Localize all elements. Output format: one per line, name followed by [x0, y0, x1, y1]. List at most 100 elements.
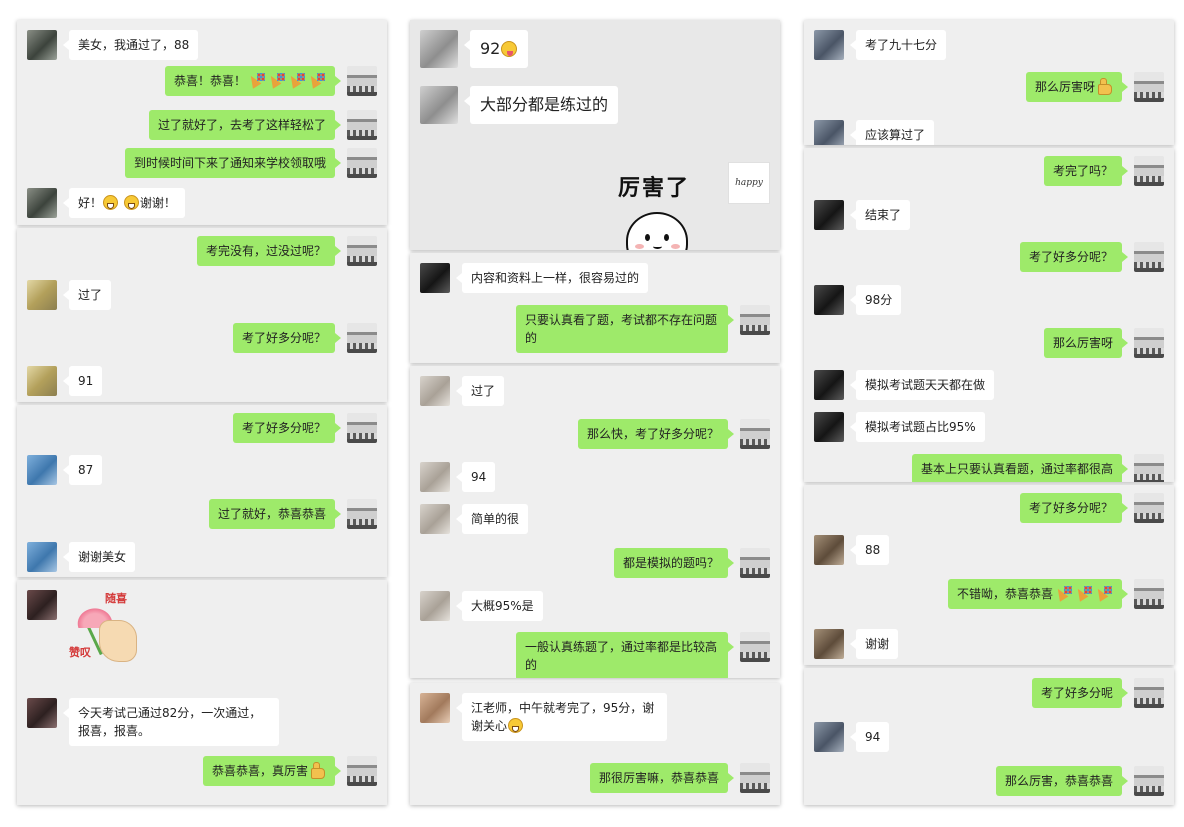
contact-avatar[interactable]: [814, 629, 844, 659]
message-bubble[interactable]: 模拟考试题占比95%: [850, 412, 985, 442]
own-avatar[interactable]: [740, 419, 770, 449]
message-bubble[interactable]: 基本上只要认真看题，通过率都很高: [911, 454, 1129, 482]
message-bubble[interactable]: 恭喜！恭喜！: [164, 66, 342, 96]
message-bubble[interactable]: 考了好多分呢？: [232, 323, 342, 353]
contact-avatar[interactable]: [420, 86, 458, 124]
contact-avatar[interactable]: [27, 188, 57, 218]
own-avatar[interactable]: [1134, 454, 1164, 482]
message-bubble[interactable]: 考了九十七分: [849, 30, 947, 60]
contact-avatar[interactable]: [814, 200, 844, 230]
message-bubble[interactable]: 简单的很: [455, 504, 529, 534]
message-bubble[interactable]: 不错呦，恭喜恭喜: [947, 579, 1129, 609]
message-bubble[interactable]: 谢谢美女: [62, 542, 136, 572]
own-avatar[interactable]: [740, 305, 770, 335]
own-avatar[interactable]: [1134, 72, 1164, 102]
message-bubble[interactable]: 大部分都是练过的: [463, 86, 619, 124]
message-row: 基本上只要认真看题，通过率都很高: [814, 454, 1164, 482]
contact-avatar[interactable]: [420, 591, 450, 621]
contact-avatar[interactable]: [420, 504, 450, 534]
contact-avatar[interactable]: [27, 280, 57, 310]
own-avatar[interactable]: [347, 148, 377, 178]
contact-avatar[interactable]: [27, 590, 57, 620]
message-bubble[interactable]: 那很厉害嘛，恭喜恭喜: [589, 763, 735, 793]
contact-avatar[interactable]: [420, 263, 450, 293]
message-bubble[interactable]: 那么快，考了好多分呢？: [577, 419, 735, 449]
message-bubble[interactable]: 考了好多分呢？: [232, 413, 342, 443]
message-bubble[interactable]: 过了就好了，去考了这样轻松了: [148, 110, 342, 140]
message-bubble[interactable]: 考完没有，过没过呢？: [196, 236, 342, 266]
message-bubble[interactable]: 到时候时间下来了通知来学校领取哦: [124, 148, 342, 178]
own-avatar[interactable]: [347, 413, 377, 443]
own-avatar[interactable]: [347, 66, 377, 96]
own-avatar[interactable]: [1134, 766, 1164, 796]
message-bubble[interactable]: 好！ 谢谢！: [63, 188, 185, 218]
message-bubble[interactable]: 大概95%是: [456, 591, 543, 621]
contact-avatar[interactable]: [420, 693, 450, 723]
own-avatar[interactable]: [1134, 678, 1164, 708]
own-avatar[interactable]: [347, 110, 377, 140]
contact-avatar[interactable]: [814, 412, 844, 442]
message-bubble[interactable]: 考了好多分呢: [1031, 678, 1129, 708]
message-bubble[interactable]: 87: [62, 455, 103, 485]
screenshot-column-2: 92 大部分都是练过的 厉害了 happy 内容和资料上一样，很容易过的 只要认…: [410, 0, 780, 827]
own-avatar[interactable]: [1134, 493, 1164, 523]
own-avatar[interactable]: [740, 763, 770, 793]
contact-avatar[interactable]: [420, 30, 458, 68]
message-bubble[interactable]: 过了: [455, 376, 505, 406]
message-bubble[interactable]: 结束了: [849, 200, 911, 230]
message-bubble[interactable]: 谢谢: [849, 629, 899, 659]
message-bubble[interactable]: 恭喜恭喜，真厉害: [202, 756, 342, 786]
own-avatar[interactable]: [1134, 579, 1164, 609]
message-bubble[interactable]: 91: [62, 366, 103, 396]
message-bubble[interactable]: 那么厉害，恭喜恭喜: [995, 766, 1129, 796]
message-bubble[interactable]: 那么厉害呀: [1043, 328, 1129, 358]
contact-avatar[interactable]: [27, 455, 57, 485]
message-bubble[interactable]: 只要认真看了题，考试都不存在问题的: [516, 305, 734, 353]
contact-avatar[interactable]: [814, 285, 844, 315]
message-bubble[interactable]: 江老师，中午就考完了，95分，谢谢关心: [456, 693, 667, 741]
message-bubble[interactable]: 那么厉害呀: [1025, 72, 1129, 102]
message-bubble[interactable]: 美女，我通过了，88: [62, 30, 199, 60]
own-avatar[interactable]: [1134, 156, 1164, 186]
own-avatar[interactable]: [1134, 328, 1164, 358]
contact-avatar[interactable]: [420, 462, 450, 492]
own-avatar[interactable]: [347, 323, 377, 353]
contact-avatar[interactable]: [814, 30, 844, 60]
lotus-hand-sticker[interactable]: 随喜 赞叹: [69, 590, 159, 670]
message-bubble[interactable]: 模拟考试题天天都在做: [849, 370, 995, 400]
message-bubble[interactable]: 应该算过了: [849, 120, 935, 145]
message-row: 模拟考试题天天都在做: [814, 370, 1164, 400]
message-bubble[interactable]: 94: [455, 462, 496, 492]
contact-avatar[interactable]: [814, 370, 844, 400]
contact-avatar[interactable]: [814, 535, 844, 565]
message-bubble[interactable]: 考完了吗？: [1043, 156, 1129, 186]
awesome-face-sticker[interactable]: 厉害了: [600, 170, 720, 250]
own-avatar[interactable]: [740, 632, 770, 662]
message-bubble[interactable]: 88: [849, 535, 890, 565]
contact-avatar[interactable]: [420, 376, 450, 406]
happy-avatar[interactable]: happy: [728, 162, 770, 204]
message-bubble[interactable]: 一般认真练题了，通过率都是比较高的: [516, 632, 734, 678]
message-bubble[interactable]: 今天考试己通过82分，一次通过，报喜，报喜。: [63, 698, 279, 746]
contact-avatar[interactable]: [814, 722, 844, 752]
message-bubble[interactable]: 考了好多分呢？: [1019, 493, 1129, 523]
own-avatar[interactable]: [740, 548, 770, 578]
own-avatar[interactable]: [347, 499, 377, 529]
message-bubble[interactable]: 都是模拟的题吗？: [613, 548, 735, 578]
own-avatar[interactable]: [347, 236, 377, 266]
message-bubble[interactable]: 98分: [849, 285, 902, 315]
contact-avatar[interactable]: [27, 30, 57, 60]
contact-avatar[interactable]: [27, 366, 57, 396]
message-bubble[interactable]: 过了就好，恭喜恭喜: [208, 499, 342, 529]
own-avatar[interactable]: [347, 756, 377, 786]
message-bubble[interactable]: 过了: [62, 280, 112, 310]
message-bubble[interactable]: 94: [849, 722, 890, 752]
message-bubble[interactable]: 内容和资料上一样，很容易过的: [455, 263, 649, 293]
message-bubble[interactable]: 考了好多分呢？: [1019, 242, 1129, 272]
own-avatar[interactable]: [1134, 242, 1164, 272]
message-row: 都是模拟的题吗？: [420, 548, 770, 578]
contact-avatar[interactable]: [814, 120, 844, 145]
contact-avatar[interactable]: [27, 542, 57, 572]
message-bubble[interactable]: 92: [463, 30, 529, 68]
contact-avatar[interactable]: [27, 698, 57, 728]
